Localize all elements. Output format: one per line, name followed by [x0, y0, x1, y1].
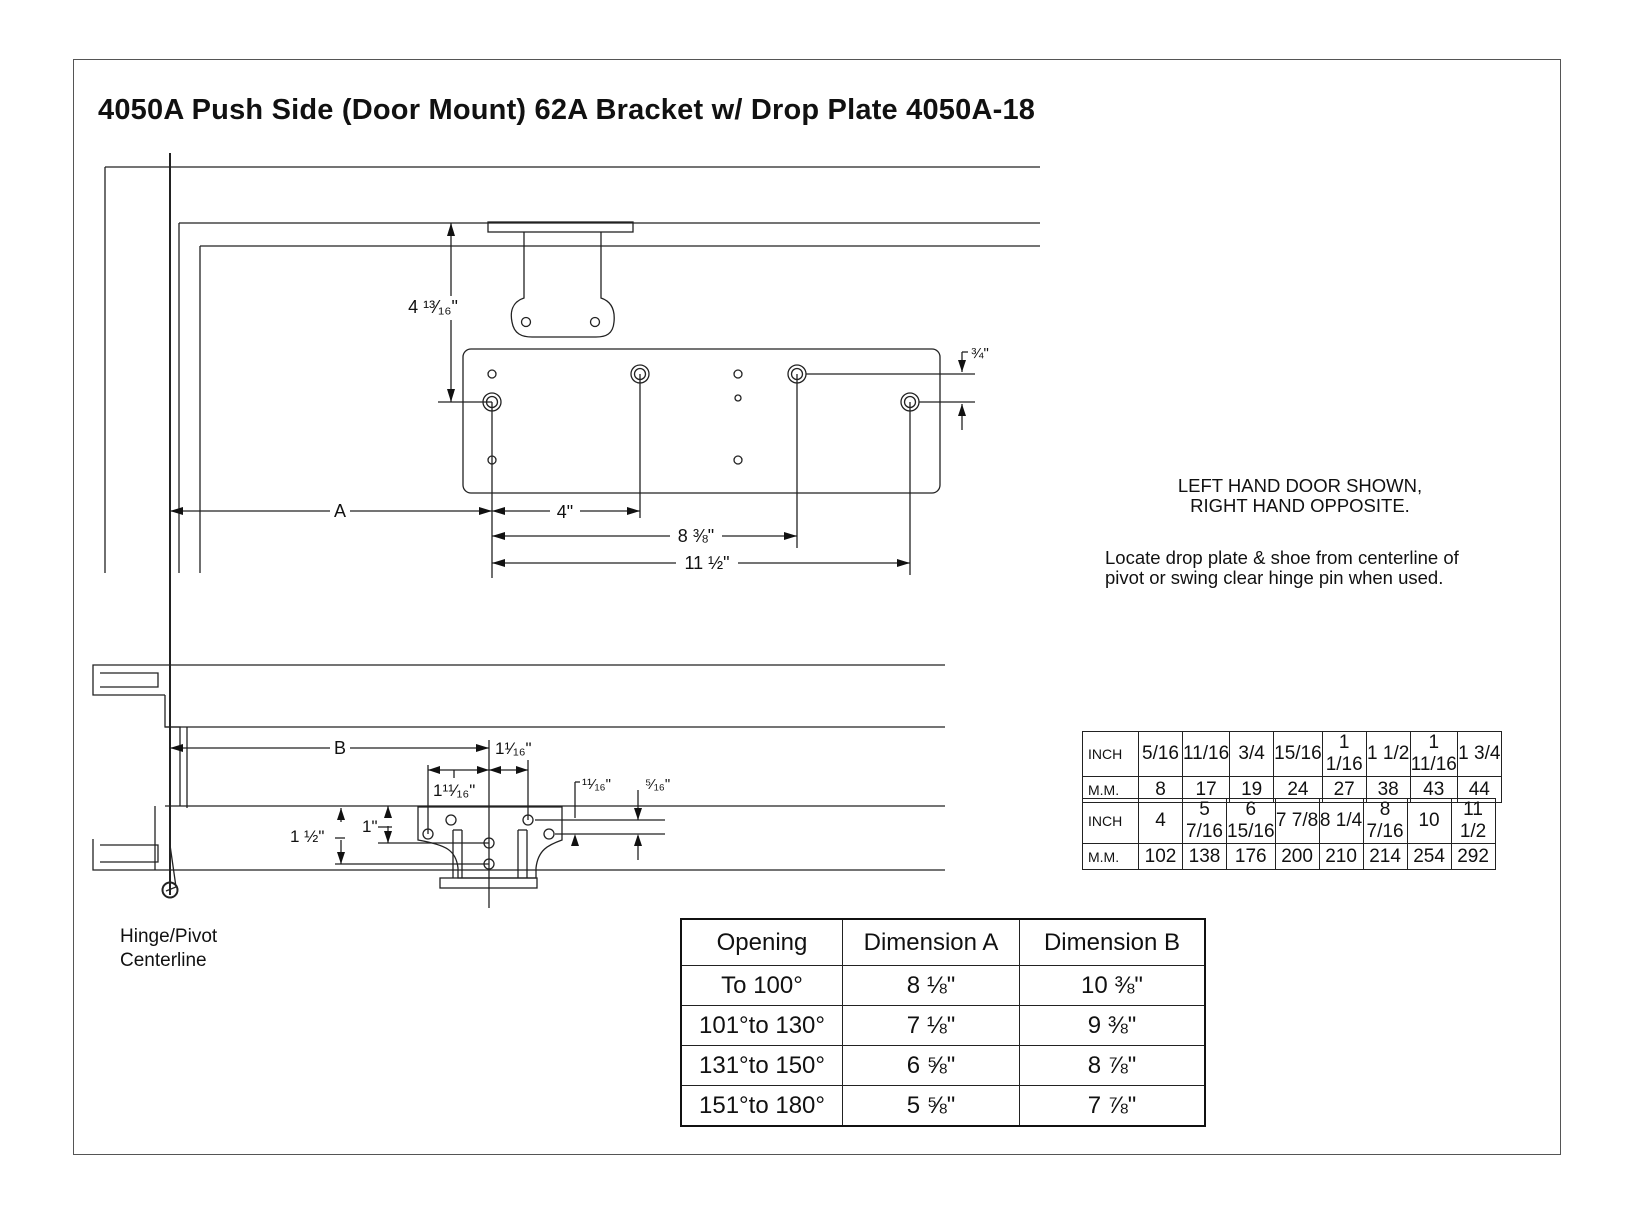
inch-value: 11 1/2	[1450, 798, 1496, 844]
dim-label-1-inch: 1"	[362, 817, 378, 836]
mm-value: 210	[1318, 843, 1364, 870]
dim-label-1-1-16: 1¹⁄₁₆"	[495, 739, 532, 758]
inch-value: 1 11/16	[1409, 731, 1458, 777]
hinge-label-line-2: Centerline	[120, 950, 207, 971]
mm-value: 138	[1182, 843, 1227, 870]
dim-label-three-quarter: ¾"	[971, 345, 989, 362]
inch-value: 6 15/16	[1226, 798, 1276, 844]
mm-value: 176	[1226, 843, 1276, 870]
hand-note: LEFT HAND DOOR SHOWN, RIGHT HAND OPPOSIT…	[1120, 476, 1480, 516]
hinge-label-line-1: Hinge/Pivot	[120, 926, 218, 947]
inch-value: 8 7/16	[1362, 798, 1408, 844]
inch-value: 4	[1138, 798, 1183, 844]
opening-dimension-table: Opening Dimension A Dimension B To 100° …	[680, 918, 1206, 1127]
hand-note-line-1: LEFT HAND DOOR SHOWN,	[1177, 475, 1423, 496]
hinge-pivot-label: Hinge/Pivot Centerline	[120, 925, 217, 973]
dim-label-1-11-16: 1¹¹⁄₁₆"	[433, 781, 475, 800]
drop-plate	[462, 348, 941, 494]
inch-label: INCH	[1082, 798, 1139, 844]
table-row: 151°to 180° 5 ⅝" 7 ⅞"	[680, 1085, 1206, 1127]
shoe-section	[417, 806, 563, 889]
drawing-frame	[73, 59, 1561, 1155]
inch-value: 10	[1406, 798, 1452, 844]
dim-label-8-3-8: 8 ⅜"	[678, 526, 714, 546]
table-row: 131°to 150° 6 ⅝" 8 ⅞"	[680, 1045, 1206, 1086]
inch-value: 7 7/8	[1274, 798, 1320, 844]
dimension-arrows	[170, 223, 966, 864]
frame-outline-top-view	[104, 166, 1040, 573]
locate-note-line-1: Locate drop plate & shoe from centerline…	[1105, 547, 1459, 568]
conversion-row-inch: INCH 5/16 11/16 3/4 15/16 1 1/16 1 1/2 1…	[1082, 731, 1502, 777]
dimension-b-cell: 10 ⅜"	[1019, 965, 1206, 1006]
header-opening: Opening	[680, 918, 843, 966]
dimension-a-cell: 5 ⅝"	[842, 1085, 1020, 1127]
conversion-row-mm: M.M. 102 138 176 200 210 214 254 292	[1082, 843, 1496, 870]
inch-value: 1 3/4	[1456, 731, 1502, 777]
mm-value: 292	[1450, 843, 1496, 870]
header-dimension-b: Dimension B	[1019, 918, 1206, 966]
opening-cell: To 100°	[680, 965, 843, 1006]
inch-value: 1 1/16	[1321, 731, 1367, 777]
table-header-row: Opening Dimension A Dimension B	[680, 918, 1206, 966]
dimension-b-cell: 8 ⅞"	[1019, 1045, 1206, 1086]
inch-value: 8 1/4	[1318, 798, 1364, 844]
mm-value: 214	[1362, 843, 1408, 870]
inch-value: 1 1/2	[1365, 731, 1411, 777]
inch-value: 11/16	[1181, 731, 1231, 777]
dimension-a-cell: 8 ⅛"	[842, 965, 1020, 1006]
page-title: 4050A Push Side (Door Mount) 62A Bracket…	[98, 94, 1036, 126]
hand-note-line-2: RIGHT HAND OPPOSITE.	[1190, 495, 1410, 516]
conversion-table-small: INCH 5/16 11/16 3/4 15/16 1 1/16 1 1/2 1…	[1082, 731, 1502, 803]
dimension-b-cell: 9 ⅜"	[1019, 1005, 1206, 1046]
locate-note: Locate drop plate & shoe from centerline…	[1105, 548, 1459, 588]
dimension-a-cell: 6 ⅝"	[842, 1045, 1020, 1086]
dim-label-top-height: 4 ¹³⁄₁₆"	[408, 297, 458, 317]
locate-note-line-2: pivot or swing clear hinge pin when used…	[1105, 567, 1444, 588]
opening-cell: 101°to 130°	[680, 1005, 843, 1046]
header-dimension-a: Dimension A	[842, 918, 1020, 966]
dim-label-b: B	[334, 738, 346, 758]
dim-label-11-16: ¹¹⁄₁₆"	[582, 776, 611, 793]
dimension-a-cell: 7 ⅛"	[842, 1005, 1020, 1046]
dim-label-1-1-2: 1 ½"	[290, 827, 324, 846]
mm-label: M.M.	[1082, 843, 1139, 870]
dim-label-4-inch: 4"	[557, 502, 573, 522]
inch-label: INCH	[1082, 731, 1139, 777]
inch-value: 5/16	[1138, 731, 1183, 777]
dim-label-11-1-2: 11 ½"	[684, 553, 729, 573]
opening-cell: 151°to 180°	[680, 1085, 843, 1127]
conversion-row-inch: INCH 4 5 7/16 6 15/16 7 7/8 8 1/4 8 7/16…	[1082, 798, 1496, 844]
dimension-b-cell: 7 ⅞"	[1019, 1085, 1206, 1127]
opening-cell: 131°to 150°	[680, 1045, 843, 1086]
frame-section-view	[92, 664, 945, 899]
mm-value: 254	[1406, 843, 1452, 870]
mm-value: 102	[1138, 843, 1183, 870]
mm-value: 200	[1274, 843, 1320, 870]
inch-value: 3/4	[1229, 731, 1275, 777]
bracket-62a	[487, 221, 634, 338]
inch-value: 5 7/16	[1182, 798, 1227, 844]
dim-label-a: A	[334, 501, 346, 521]
dim-label-5-16: ⁵⁄₁₆"	[645, 776, 670, 793]
table-row: 101°to 130° 7 ⅛" 9 ⅜"	[680, 1005, 1206, 1046]
dimension-lines-top-view	[170, 223, 975, 578]
table-row: To 100° 8 ⅛" 10 ⅜"	[680, 965, 1206, 1006]
conversion-table-large: INCH 4 5 7/16 6 15/16 7 7/8 8 1/4 8 7/16…	[1082, 798, 1496, 870]
inch-value: 15/16	[1273, 731, 1323, 777]
